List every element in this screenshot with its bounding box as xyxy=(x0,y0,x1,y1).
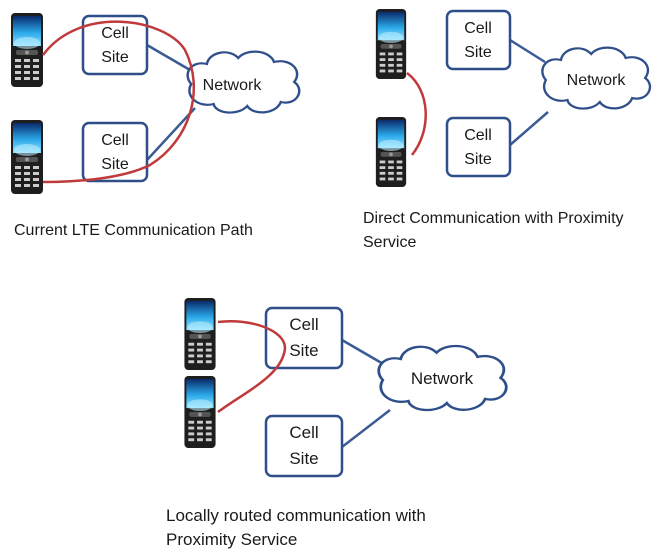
cell-site-box xyxy=(445,116,512,178)
cell-site-label: Site xyxy=(464,151,492,168)
caption-direct-line1: Direct Communication with Proximity xyxy=(363,210,624,227)
mobile-phone-icon xyxy=(184,376,216,448)
cell-site-label: Cell xyxy=(289,423,318,442)
cell-site-label: Site xyxy=(101,156,129,173)
panel-current-lte: Cell Site Cell Site Network xyxy=(11,13,301,194)
cell-site-label: Cell xyxy=(464,20,492,37)
network-label: Network xyxy=(567,72,627,89)
caption-local-line1: Locally routed communication with xyxy=(166,506,426,525)
cell-site-box xyxy=(81,14,149,76)
cell-site-box xyxy=(445,9,512,71)
cell-site-label: Site xyxy=(101,49,129,66)
link-lines xyxy=(341,338,391,448)
cell-site-box xyxy=(264,414,344,478)
caption-local-line2: Proximity Service xyxy=(166,530,298,549)
communication-path xyxy=(217,320,287,414)
link-lines xyxy=(146,43,196,161)
mobile-phone-icon xyxy=(11,120,43,194)
communication-path xyxy=(406,71,427,156)
mobile-phone-icon xyxy=(11,13,43,87)
cell-site-label: Site xyxy=(464,44,492,61)
network-label: Network xyxy=(411,369,474,388)
caption-current: Current LTE Communication Path xyxy=(14,222,253,239)
caption-direct-line2: Service xyxy=(363,234,417,251)
cell-site-box xyxy=(81,121,149,183)
cell-site-label: Cell xyxy=(101,132,129,149)
mobile-phone-icon xyxy=(375,117,407,187)
link-lines xyxy=(509,38,549,146)
cell-site-label: Site xyxy=(289,341,318,360)
mobile-phone-icon xyxy=(375,9,407,79)
communication-path xyxy=(41,20,196,184)
cell-site-label: Cell xyxy=(464,127,492,144)
cell-site-label: Cell xyxy=(289,315,318,334)
mobile-phone-icon xyxy=(184,298,216,370)
network-label: Network xyxy=(203,77,263,94)
panel-local: Cell Site Cell Site Network xyxy=(184,298,508,478)
panel-direct: Cell Site Cell Site Network xyxy=(375,9,652,187)
cell-site-label: Cell xyxy=(101,25,129,42)
cell-site-label: Site xyxy=(289,449,318,468)
